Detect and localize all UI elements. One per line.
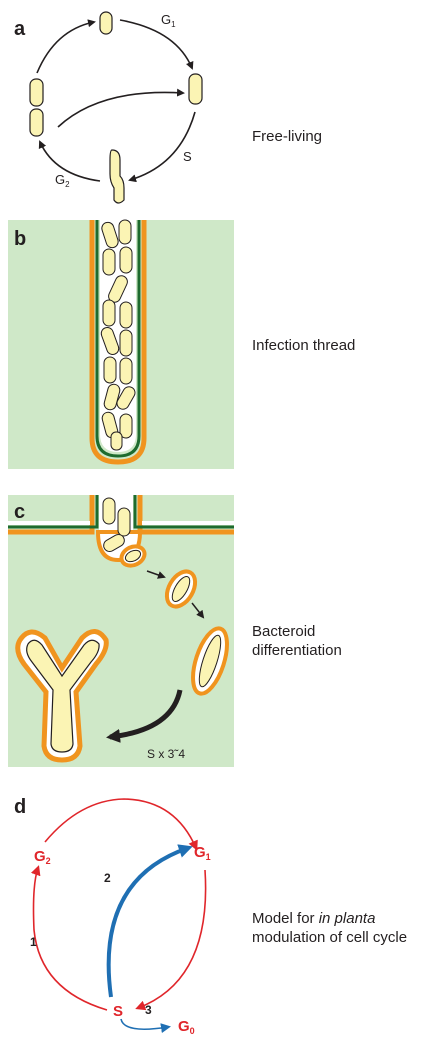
arrow-s-to-g2 [30,865,108,1011]
panel-d-model-cycle: G2 G1 S G0 1 2 3 [30,798,211,1036]
label-model-g2: G2 [34,848,51,866]
arrow-left-to-top [36,19,96,74]
y-bacteroid [26,639,100,753]
released-bacteria [102,497,131,552]
panel-d-letter: d [14,796,27,818]
label-arrow-1: 1 [30,935,37,949]
cell-top [99,11,113,35]
arrow-s-to-g1-bypass [106,844,193,998]
s-multiplication-label: S x 3˜4 [147,747,185,761]
thread-bacteria [100,219,136,451]
arrow-top-to-right [119,19,194,70]
panel-d-caption-line2: modulation of cell cycle [252,929,408,946]
label-g2: G2 [55,172,70,189]
label-model-g0: G0 [178,1018,195,1036]
panel-a-cycle: G1 S G2 [29,11,203,204]
panel-a-caption: Free-living [252,128,323,145]
arrow-right-to-bottom [128,111,196,183]
panel-b-infection-thread [8,219,234,469]
thread-outer-wall [89,220,147,465]
cell-left-top [29,78,44,107]
panel-c-caption: Bacteroid differentiation [252,622,342,660]
panel-c-letter: c [14,501,26,523]
label-arrow-2: 2 [104,871,111,885]
arrow-left-to-right [57,88,185,128]
panel-d-caption: Model for in planta modulation of cell c… [252,909,407,947]
panel-b-caption: Infection thread [252,337,356,354]
label-arrow-3: 3 [145,1003,152,1017]
panel-c-caption-line2: differentiation [252,642,342,659]
cell-bottom-constricting [109,149,125,204]
cell-right [188,73,203,105]
label-g1: G1 [161,12,176,29]
label-s: S [183,149,192,164]
panel-d-caption-line1: Model for in planta [252,910,376,927]
differentiation-arrow [106,689,183,743]
arrow-s-to-g0 [120,1018,171,1034]
panel-c-bacteroid-differentiation: S x 3˜4 [8,495,234,767]
arrow-g2-to-g1 [44,798,198,851]
label-model-g1: G1 [194,844,211,862]
arrow-g1-to-s [135,869,207,1011]
thread-membrane [95,220,141,458]
arrow-bottom-to-left [38,140,101,182]
panel-c-caption-line1: Bacteroid [252,623,316,640]
panel-a-letter: a [14,18,26,40]
panel-b-letter: b [14,228,27,250]
label-model-s: S [113,1003,123,1020]
cell-left-bottom [29,108,44,137]
